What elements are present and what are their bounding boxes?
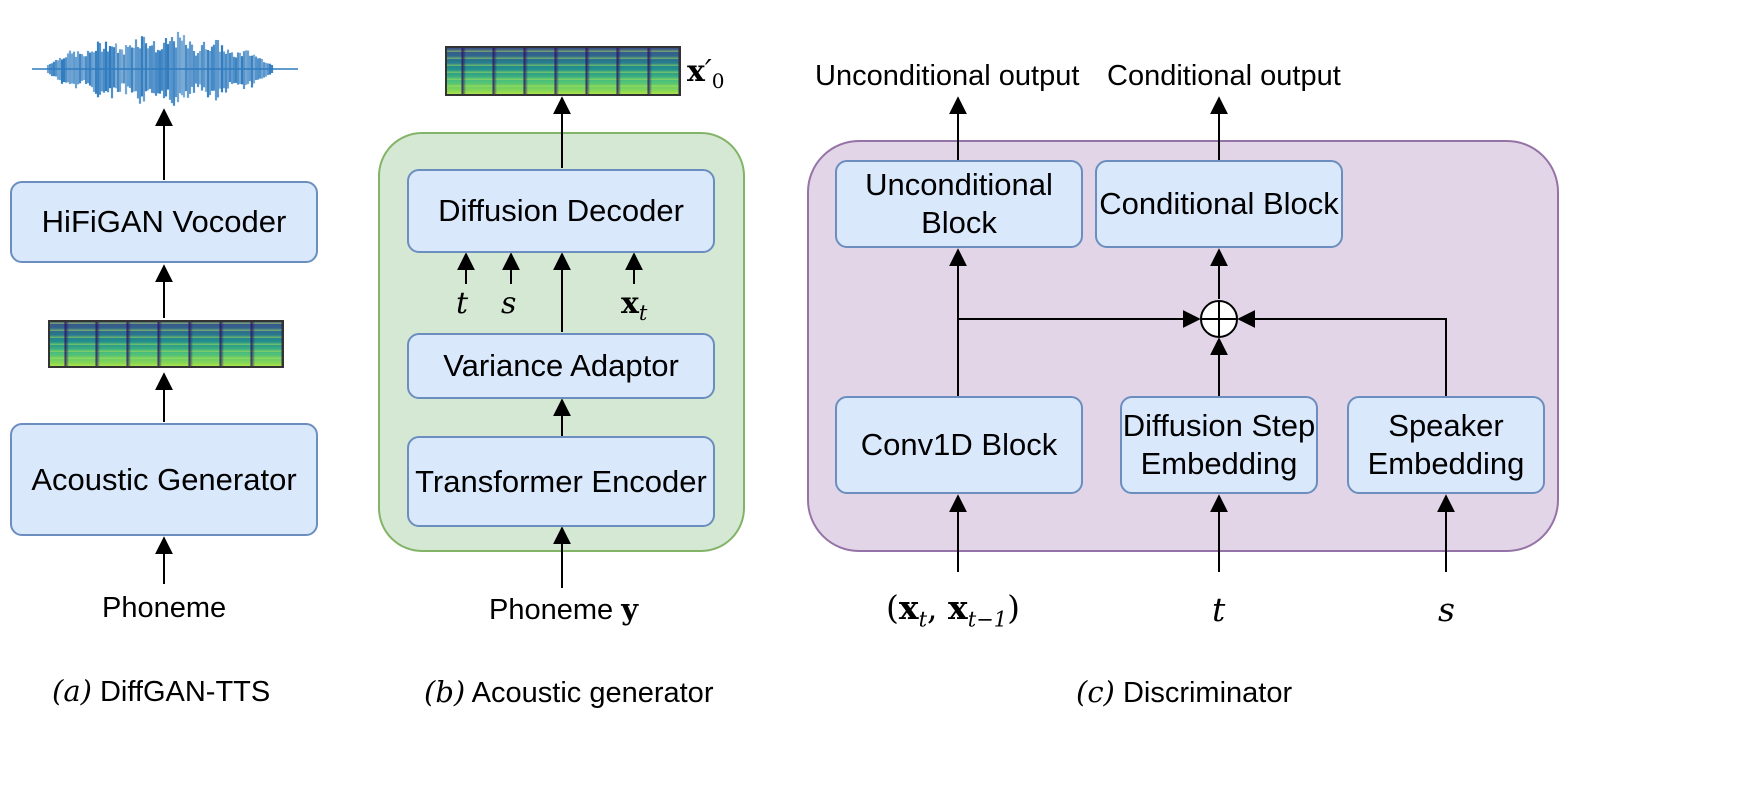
unconditional-block: Unconditional Block (835, 160, 1083, 248)
waveform-icon (32, 31, 298, 106)
hifigan-vocoder-label: HiFiGAN Vocoder (41, 204, 287, 240)
conv1d-block-label: Conv1D Block (860, 427, 1058, 463)
sum-circle-icon (1200, 300, 1238, 338)
decoder-input-t: t (456, 286, 469, 321)
output-symbol-x0: x′0 (687, 54, 725, 93)
diffusion-decoder-label: Diffusion Decoder (438, 193, 684, 229)
decoder-input-xt: xt (621, 286, 648, 325)
discriminator-input-xt-pair: (xt, xt−1) (886, 588, 1020, 632)
hifigan-vocoder-block: HiFiGAN Vocoder (10, 181, 318, 263)
mel-spectrogram-icon (48, 320, 284, 368)
phoneme-input-label: Phoneme (102, 592, 227, 624)
discriminator-input-t: t (1212, 590, 1226, 629)
speaker-embedding-block: Speaker Embedding (1347, 396, 1545, 494)
decoder-input-s: s (501, 286, 517, 321)
speaker-embedding-line1: Speaker (1388, 408, 1504, 444)
unconditional-block-line2: Block (921, 205, 997, 240)
phoneme-y-input-label: Phoneme y (489, 592, 639, 626)
diffusion-step-embedding-line1: Diffusion Step (1122, 408, 1316, 444)
discriminator-input-s: s (1438, 590, 1455, 629)
caption-b: (b) Acoustic generator (424, 675, 714, 709)
caption-a: (a) DiffGAN-TTS (52, 674, 271, 708)
acoustic-generator-label: Acoustic Generator (31, 461, 297, 497)
unconditional-block-line1: Unconditional (865, 167, 1053, 203)
speaker-embedding-line2: Embedding (1367, 446, 1525, 481)
transformer-encoder-block: Transformer Encoder (407, 436, 715, 527)
transformer-encoder-label: Transformer Encoder (415, 463, 707, 499)
diffusion-step-embedding-line2: Embedding (1140, 446, 1298, 481)
mel-spectrogram-output-icon (445, 46, 681, 96)
variance-adaptor-label: Variance Adaptor (443, 348, 679, 384)
diffusion-decoder-block: Diffusion Decoder (407, 169, 715, 253)
conditional-block: Conditional Block (1095, 160, 1343, 248)
diffusion-step-embedding-block: Diffusion Step Embedding (1120, 396, 1318, 494)
conditional-block-label: Conditional Block (1099, 186, 1339, 222)
conditional-output-label: Conditional output (1107, 60, 1341, 92)
acoustic-generator-block: Acoustic Generator (10, 423, 318, 536)
unconditional-output-label: Unconditional output (815, 60, 1080, 92)
caption-c: (c) Discriminator (1076, 675, 1293, 709)
conv1d-block: Conv1D Block (835, 396, 1083, 494)
variance-adaptor-block: Variance Adaptor (407, 333, 715, 399)
